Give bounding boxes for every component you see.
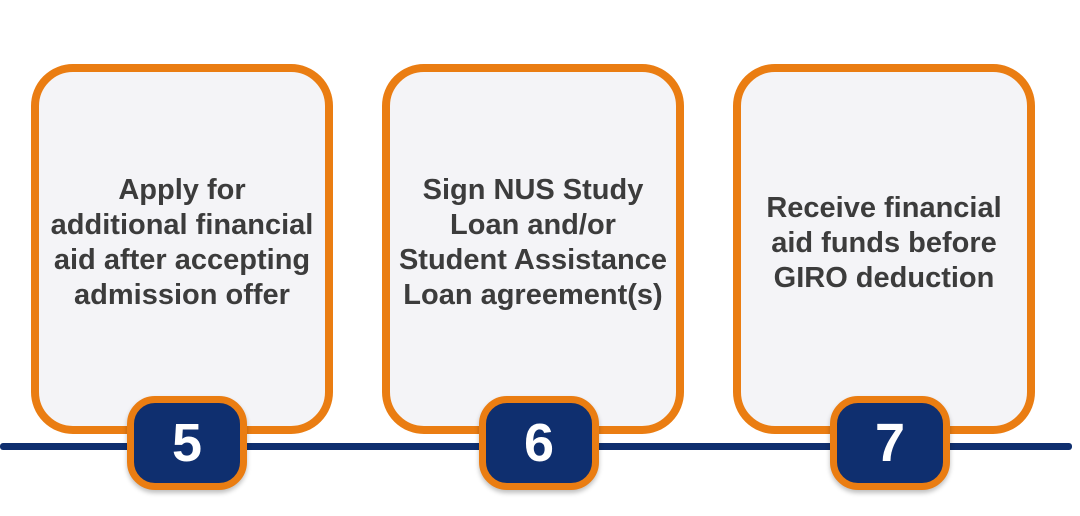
step-number-5: 5 — [171, 413, 203, 473]
step-card-5-text: Apply for additional financial aid after… — [50, 174, 314, 311]
step-badge-6: 6 — [479, 396, 599, 490]
step-card-5: Apply for additional financial aid after… — [31, 64, 333, 434]
step-number-7: 7 — [874, 413, 906, 473]
step-card-6-text: Sign NUS Study Loan and/or Student Assis… — [398, 174, 668, 311]
step-number-6: 6 — [523, 413, 555, 473]
step-card-7-text: Receive financial aid funds before GIRO … — [766, 191, 1002, 294]
step-card-7: Receive financial aid funds before GIRO … — [733, 64, 1035, 434]
step-card-6: Sign NUS Study Loan and/or Student Assis… — [382, 64, 684, 434]
step-badge-5: 5 — [127, 396, 247, 490]
step-badge-7: 7 — [830, 396, 950, 490]
